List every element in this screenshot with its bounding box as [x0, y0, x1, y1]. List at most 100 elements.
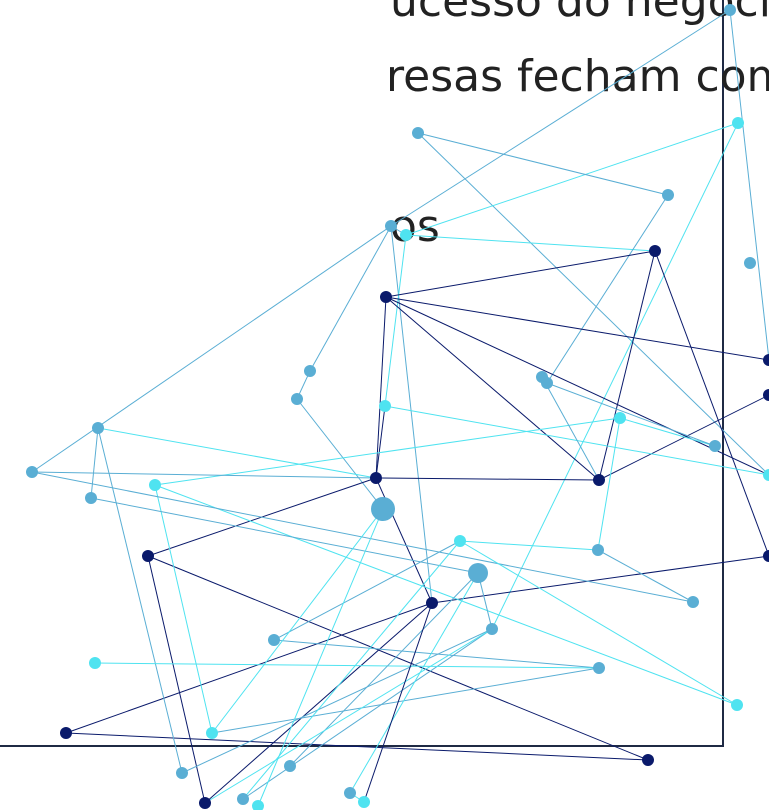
- network-node: [541, 377, 553, 389]
- network-node: [732, 117, 744, 129]
- network-edge: [375, 296, 387, 479]
- network-node: [385, 220, 397, 232]
- network-node: [454, 535, 466, 547]
- network-node: [763, 469, 769, 481]
- network-node: [593, 662, 605, 674]
- network-edge: [349, 572, 479, 794]
- network-edge: [242, 540, 461, 800]
- network-edge: [546, 382, 716, 447]
- network-edge: [541, 376, 600, 481]
- network-node: [304, 365, 316, 377]
- network-edge: [546, 194, 669, 384]
- network-node: [380, 291, 392, 303]
- network-edge: [385, 296, 769, 476]
- network-edge: [147, 555, 206, 804]
- network-edge: [405, 234, 656, 252]
- network-edge: [211, 508, 384, 734]
- text-line-1: ucesso do negócio: [390, 0, 769, 27]
- network-node: [371, 497, 395, 521]
- network-node: [744, 257, 756, 269]
- network-node: [731, 699, 743, 711]
- network-node: [426, 597, 438, 609]
- network-node: [662, 189, 674, 201]
- network-edge: [459, 540, 599, 551]
- network-edge: [273, 639, 600, 669]
- network-node: [412, 127, 424, 139]
- network-node: [344, 787, 356, 799]
- network-node: [763, 389, 769, 401]
- network-edge: [211, 667, 600, 734]
- network-edge: [384, 234, 407, 407]
- network-edge: [181, 628, 493, 774]
- network-edges: [31, 9, 769, 807]
- network-edge: [31, 225, 392, 473]
- network-node: [60, 727, 72, 739]
- network-edge: [31, 471, 377, 479]
- network-node: [176, 767, 188, 779]
- network-node: [26, 466, 38, 478]
- network-node: [486, 623, 498, 635]
- network-node: [370, 472, 382, 484]
- network-node: [649, 245, 661, 257]
- network-edge: [375, 477, 600, 481]
- network-node: [89, 657, 101, 669]
- network-edge: [204, 628, 493, 804]
- network-edge: [97, 427, 377, 479]
- network-node: [92, 422, 104, 434]
- network-edge: [654, 250, 769, 557]
- network-edge: [729, 9, 769, 361]
- network-edge: [147, 555, 649, 761]
- network-edge: [65, 602, 433, 734]
- network-node: [468, 563, 488, 583]
- network-node: [593, 474, 605, 486]
- network-edge: [154, 484, 213, 734]
- network-node: [763, 354, 769, 366]
- network-edge: [385, 296, 769, 361]
- network-edge: [431, 555, 769, 604]
- network-node: [284, 760, 296, 772]
- network-node: [642, 754, 654, 766]
- network-edge: [90, 497, 479, 574]
- network-node: [142, 550, 154, 562]
- network-edge: [390, 225, 433, 604]
- network-edge: [363, 602, 433, 803]
- network-edge: [598, 394, 769, 481]
- network-edge: [289, 572, 479, 767]
- network-edge: [90, 427, 99, 499]
- network-node: [592, 544, 604, 556]
- network-node: [291, 393, 303, 405]
- network-node: [358, 796, 370, 808]
- network-edge: [619, 417, 716, 447]
- network-edge: [97, 427, 183, 774]
- network-node: [763, 550, 769, 562]
- network-edge: [65, 732, 649, 761]
- network-edge: [385, 250, 656, 298]
- network-edge: [597, 549, 694, 603]
- network-node: [199, 797, 211, 809]
- network-edge: [257, 508, 384, 807]
- network-edge: [598, 250, 656, 481]
- network-node: [724, 4, 736, 16]
- network-edge: [375, 405, 386, 479]
- network-edge: [405, 122, 739, 236]
- network-node: [709, 440, 721, 452]
- network-edge: [273, 540, 461, 641]
- network-edge: [309, 225, 392, 372]
- network-node: [252, 800, 264, 810]
- network-node: [237, 793, 249, 805]
- network-node: [379, 400, 391, 412]
- network-edge: [390, 9, 731, 227]
- text-line-2: resas fecham com: [386, 51, 769, 102]
- network-edge: [242, 628, 493, 800]
- network-node: [149, 479, 161, 491]
- network-edge: [385, 296, 600, 481]
- network-node: [614, 412, 626, 424]
- network-node: [206, 727, 218, 739]
- slide-content-frame: [0, 0, 724, 747]
- network-edge: [491, 122, 739, 630]
- network-edge: [154, 417, 621, 486]
- network-edge: [31, 471, 694, 603]
- network-edge: [459, 540, 738, 706]
- network-edge: [597, 417, 621, 551]
